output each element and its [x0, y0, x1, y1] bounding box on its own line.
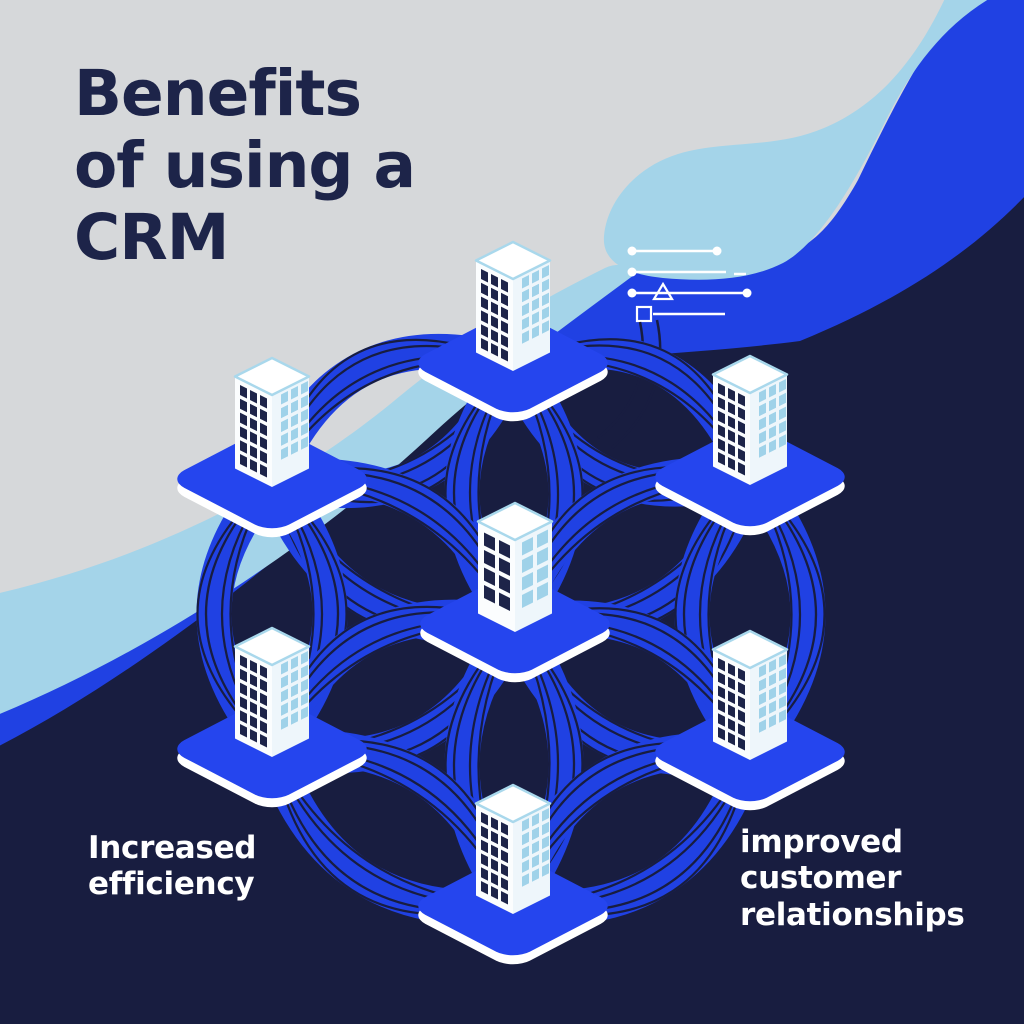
caption-right-line-3: relationships [740, 896, 965, 933]
building-icon [233, 356, 311, 487]
triangle-marker-icon [652, 281, 674, 301]
building-icon [474, 240, 552, 371]
building-icon [474, 783, 552, 914]
page-title: Benefits of using a CRM [74, 57, 416, 274]
title-line-2: of using a [74, 128, 416, 202]
caption-left-line-2: efficiency [88, 866, 255, 903]
wave-light-blue-blob [603, 0, 988, 280]
caption-right-line-2: customer [740, 860, 902, 897]
building-node-bottom [418, 783, 608, 965]
square-marker-icon [635, 305, 653, 323]
benefit-label-improved-customer-relationships: improved customer relationships [740, 824, 965, 933]
caption-left-line-1: Increased [88, 830, 257, 866]
building-icon [233, 626, 311, 757]
building-node-right [655, 354, 845, 536]
title-line-3: CRM [74, 200, 229, 274]
building-node-top [418, 240, 608, 422]
building-node-left [177, 356, 367, 538]
kpi-line-row-4 [635, 305, 725, 323]
decoration-connector [597, 319, 662, 449]
kpi-lines-icon [627, 246, 752, 323]
building-node-center [420, 501, 610, 683]
benefit-label-increased-efficiency: Increased efficiency [88, 830, 256, 903]
caption-right-line-1: improved [740, 824, 903, 860]
title-line-1: Benefits [74, 57, 362, 130]
kpi-line-row-3 [627, 281, 752, 301]
building-node-bottom-right [655, 629, 845, 811]
kpi-line-row-2 [627, 267, 746, 277]
building-icon [476, 501, 554, 632]
kpi-line-row-1 [627, 246, 722, 256]
building-nodes [177, 240, 845, 965]
building-icon [711, 629, 789, 760]
building-node-bottom-left [177, 626, 367, 808]
building-icon [711, 354, 789, 485]
